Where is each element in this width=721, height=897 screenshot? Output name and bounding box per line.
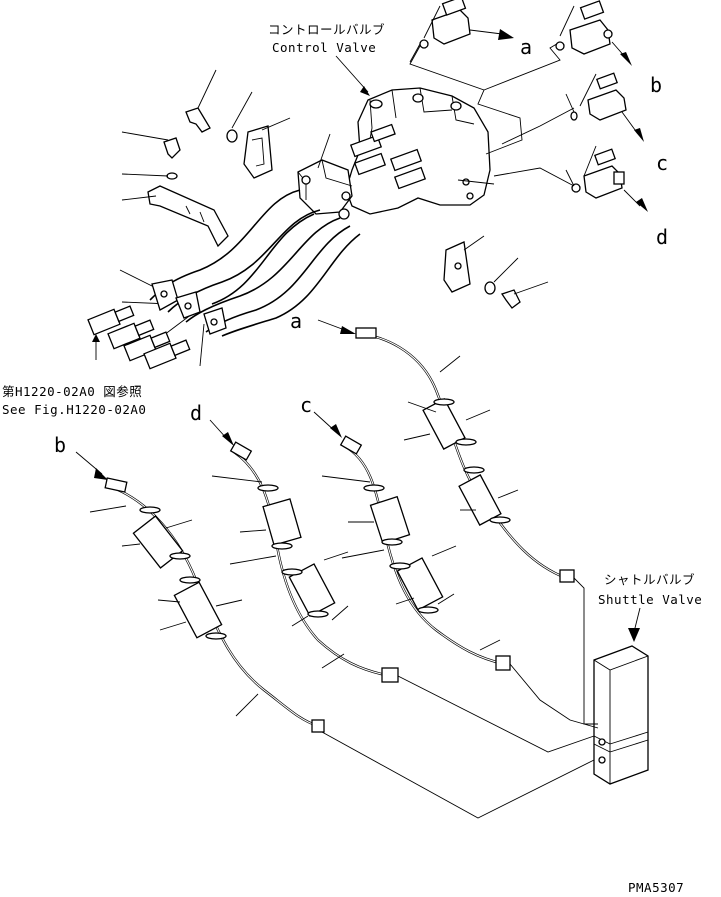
page-code: PMA5307 xyxy=(628,880,684,895)
callout-a-top: a xyxy=(520,35,532,59)
elbow-fitting-d xyxy=(565,145,648,212)
support-bracket xyxy=(147,185,229,248)
clamp-bracket-top xyxy=(243,125,273,179)
connection-leaders xyxy=(321,577,599,819)
callout-d-hose: d xyxy=(190,401,202,425)
clamp-bracket-lower xyxy=(443,241,471,293)
hose-c xyxy=(313,411,511,671)
shuttle-valve-label-jp: シャトルバルブ xyxy=(604,572,695,587)
shuttle-valve xyxy=(593,645,649,785)
callout-a-hose: a xyxy=(290,309,302,333)
elbow-fitting-a xyxy=(419,0,514,49)
valve-adapters xyxy=(349,123,427,190)
see-fig-label-en: See Fig.H1220-02A0 xyxy=(2,402,146,417)
callout-b-hose: b xyxy=(54,433,66,457)
callout-c-top: c xyxy=(656,151,668,175)
callout-c-hose: c xyxy=(300,393,312,417)
hose-d xyxy=(209,419,399,683)
left-hose-fittings xyxy=(87,305,191,370)
hose-b xyxy=(75,451,325,733)
bolts-and-washers xyxy=(163,107,521,309)
control-valve-label-jp: コントロールバルブ xyxy=(268,22,385,37)
bundle-clamps xyxy=(151,279,227,335)
see-fig-label-jp: 第H1220-02A0 図参照 xyxy=(2,384,142,399)
control-valve-body xyxy=(345,87,491,215)
control-valve-label-en: Control Valve xyxy=(272,40,376,55)
hose-a xyxy=(317,319,575,583)
elbow-fitting-b xyxy=(555,0,632,66)
callout-d-top: d xyxy=(656,225,668,249)
shuttle-valve-label-en: Shuttle Valve xyxy=(598,592,702,607)
elbow-fitting-c xyxy=(565,72,644,142)
callout-b-top: b xyxy=(650,73,662,97)
valve-output-leaders xyxy=(409,41,575,187)
manifold-block xyxy=(297,159,353,220)
leader-lines-upper xyxy=(119,69,549,367)
